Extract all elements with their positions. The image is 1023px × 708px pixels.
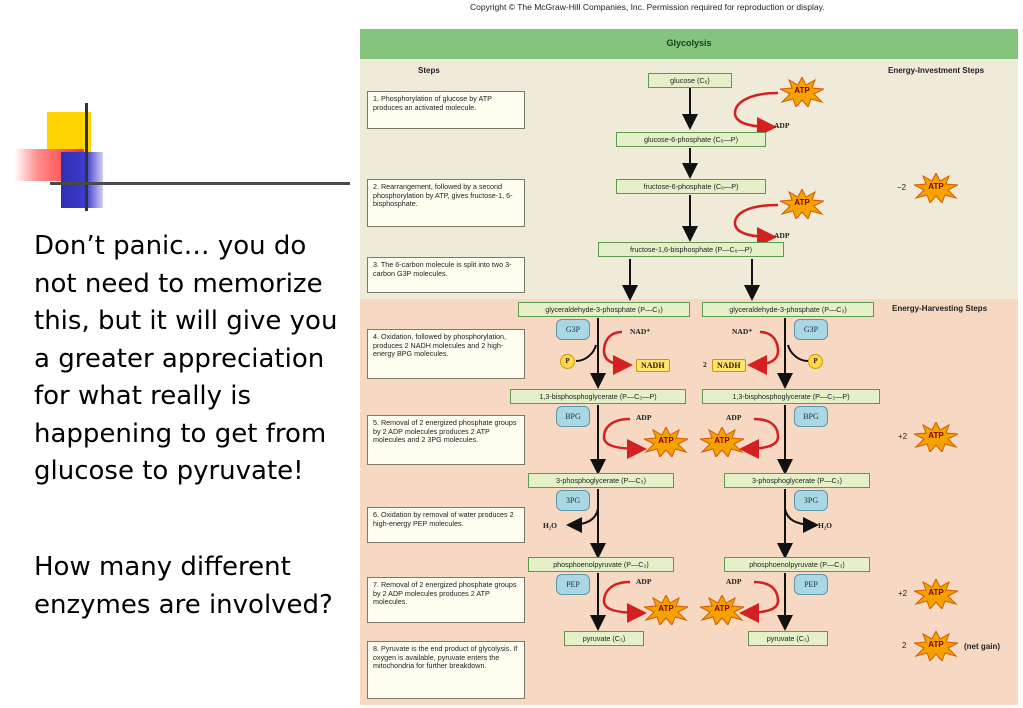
label-adp-step2: ADP (774, 231, 790, 240)
atp-burst-step7-total: ATP (912, 577, 960, 610)
label-adp-step5-left: ADP (636, 413, 652, 422)
step-box-2: 2. Rearrangement, followed by a second p… (367, 179, 525, 227)
pill-g3p-right: G3P (794, 319, 828, 340)
atp-text: ATP (714, 436, 730, 445)
molecule-3-phosphoglycerate-right: 3-phosphoglycerate (P—C₃) (724, 473, 870, 488)
atp-burst-step2: ATP (778, 187, 826, 220)
molecule-fructose-6-phosphate: fructose-6-phosphate (C₆—P) (616, 179, 766, 194)
atp-burst-icon (912, 171, 960, 204)
label-adp-step7-left: ADP (636, 577, 652, 586)
atp-burst-icon (912, 420, 960, 453)
pathway-arrows (566, 88, 819, 631)
atp-burst-net: ATP (912, 629, 960, 662)
atp-burst-icon (778, 75, 826, 108)
label-nad-left: NAD⁺ (630, 327, 651, 336)
pill-bpg-right: BPG (794, 406, 828, 427)
atp-burst-step5-right: ATP (698, 425, 746, 458)
pill-3pg-right: 3PG (794, 490, 828, 511)
molecule-fructose-1-6-bisphosphate: fructose-1,6-bisphosphate (P—C₆—P) (598, 242, 784, 257)
atp-burst-icon (642, 425, 690, 458)
atp-burst-icon (778, 187, 826, 220)
molecule-phosphoenolpyruvate-right: phosphoenolpyruvate (P—C₃) (724, 557, 870, 572)
atp-text: ATP (928, 182, 944, 191)
atp-text: ATP (794, 86, 810, 95)
label-adp-step1: ADP (774, 121, 790, 130)
energy-plus-2-step7: +2 (898, 589, 908, 598)
pill-pep-left: PEP (556, 574, 590, 595)
pill-3pg-left: 3PG (556, 490, 590, 511)
energy-harvesting-heading: Energy-Harvesting Steps (892, 304, 988, 313)
pill-pep-right: PEP (794, 574, 828, 595)
atp-burst-icon (698, 593, 746, 626)
atp-text: ATP (928, 640, 944, 649)
label-nadh-right: NADH (712, 359, 746, 372)
label-adp-step5-right: ADP (726, 413, 742, 422)
energy-investment-heading: Energy-Investment Steps (888, 66, 985, 75)
atp-burst-step1: ATP (778, 75, 826, 108)
molecule-phosphoenolpyruvate-left: phosphoenolpyruvate (P—C₃) (528, 557, 674, 572)
atp-burst-icon (698, 425, 746, 458)
net-gain-label: (net gain) (964, 642, 1000, 651)
copyright-notice: Copyright © The McGraw-Hill Companies, I… (470, 2, 825, 12)
molecule-glyceraldehyde-3-phosphate-right: glyceraldehyde-3-phosphate (P—C₃) (702, 302, 874, 317)
decorative-vertical-line (85, 103, 88, 211)
molecule-glucose: glucose (C₆) (648, 73, 732, 88)
energy-net-two: 2 (902, 641, 907, 650)
pill-bpg-left: BPG (556, 406, 590, 427)
label-h2o-left: H₂O (543, 521, 557, 530)
molecule-1-3-bisphosphoglycerate-left: 1,3-bisphosphoglycerate (P—C₃—P) (510, 389, 686, 404)
atp-text: ATP (658, 436, 674, 445)
decorative-horizontal-line (50, 182, 350, 185)
label-nadh-left: NADH (636, 359, 670, 372)
decorative-blue-square (61, 152, 103, 208)
step-box-6: 6. Oxidation by removal of water produce… (367, 507, 525, 543)
molecule-1-3-bisphosphoglycerate-right: 1,3-bisphosphoglycerate (P—C₃—P) (702, 389, 880, 404)
atp-burst-icon (912, 629, 960, 662)
step-box-8: 8. Pyruvate is the end product of glycol… (367, 641, 525, 699)
slide-paragraph-2: How many different enzymes are involved? (34, 552, 333, 620)
slide-paragraph-1: Don’t panic… you do not need to memorize… (34, 231, 338, 486)
step-box-1: 1. Phosphorylation of glucose by ATP pro… (367, 91, 525, 129)
atp-burst-step5-total: ATP (912, 420, 960, 453)
atp-burst-icon (642, 593, 690, 626)
label-nad-right: NAD⁺ (732, 327, 753, 336)
atp-burst-step5-left: ATP (642, 425, 690, 458)
atp-text: ATP (714, 604, 730, 613)
atp-burst-icon (912, 577, 960, 610)
atp-burst-step7-left: ATP (642, 593, 690, 626)
label-adp-step7-right: ADP (726, 577, 742, 586)
atp-text: ATP (928, 588, 944, 597)
molecule-pyruvate-left: pyruvate (C₃) (564, 631, 644, 646)
atp-text: ATP (794, 198, 810, 207)
atp-burst-step7-right: ATP (698, 593, 746, 626)
molecule-3-phosphoglycerate-left: 3-phosphoglycerate (P—C₃) (528, 473, 674, 488)
steps-heading: Steps (418, 66, 440, 75)
pill-g3p-left: G3P (556, 319, 590, 340)
atp-text: ATP (658, 604, 674, 613)
glycolysis-figure: Glycolysis Steps Energy-Investment Steps… (360, 29, 1018, 705)
molecule-glucose-6-phosphate: glucose-6-phosphate (C₆—P) (616, 132, 766, 147)
molecule-pyruvate-right: pyruvate (C₃) (748, 631, 828, 646)
label-h2o-right: H₂O (818, 521, 832, 530)
label-two-nadh-count: 2 (703, 360, 707, 369)
step-box-3: 3. The 6-carbon molecule is split into t… (367, 257, 525, 293)
step-box-5: 5. Removal of 2 energized phosphate grou… (367, 415, 525, 465)
molecule-glyceraldehyde-3-phosphate-left: glyceraldehyde-3-phosphate (P—C₃) (518, 302, 690, 317)
energy-plus-2-step5: +2 (898, 432, 908, 441)
step-box-7: 7. Removal of 2 energized phosphate grou… (367, 577, 525, 623)
phosphate-right: P (808, 354, 823, 369)
energy-minus-2: −2 (897, 183, 907, 192)
phosphate-left: P (560, 354, 575, 369)
title-band (360, 29, 1018, 59)
figure-title: Glycolysis (666, 38, 712, 48)
step-box-4: 4. Oxidation, followed by phosphorylatio… (367, 329, 525, 379)
atp-burst-investment-total: ATP (912, 171, 960, 204)
atp-text: ATP (928, 431, 944, 440)
